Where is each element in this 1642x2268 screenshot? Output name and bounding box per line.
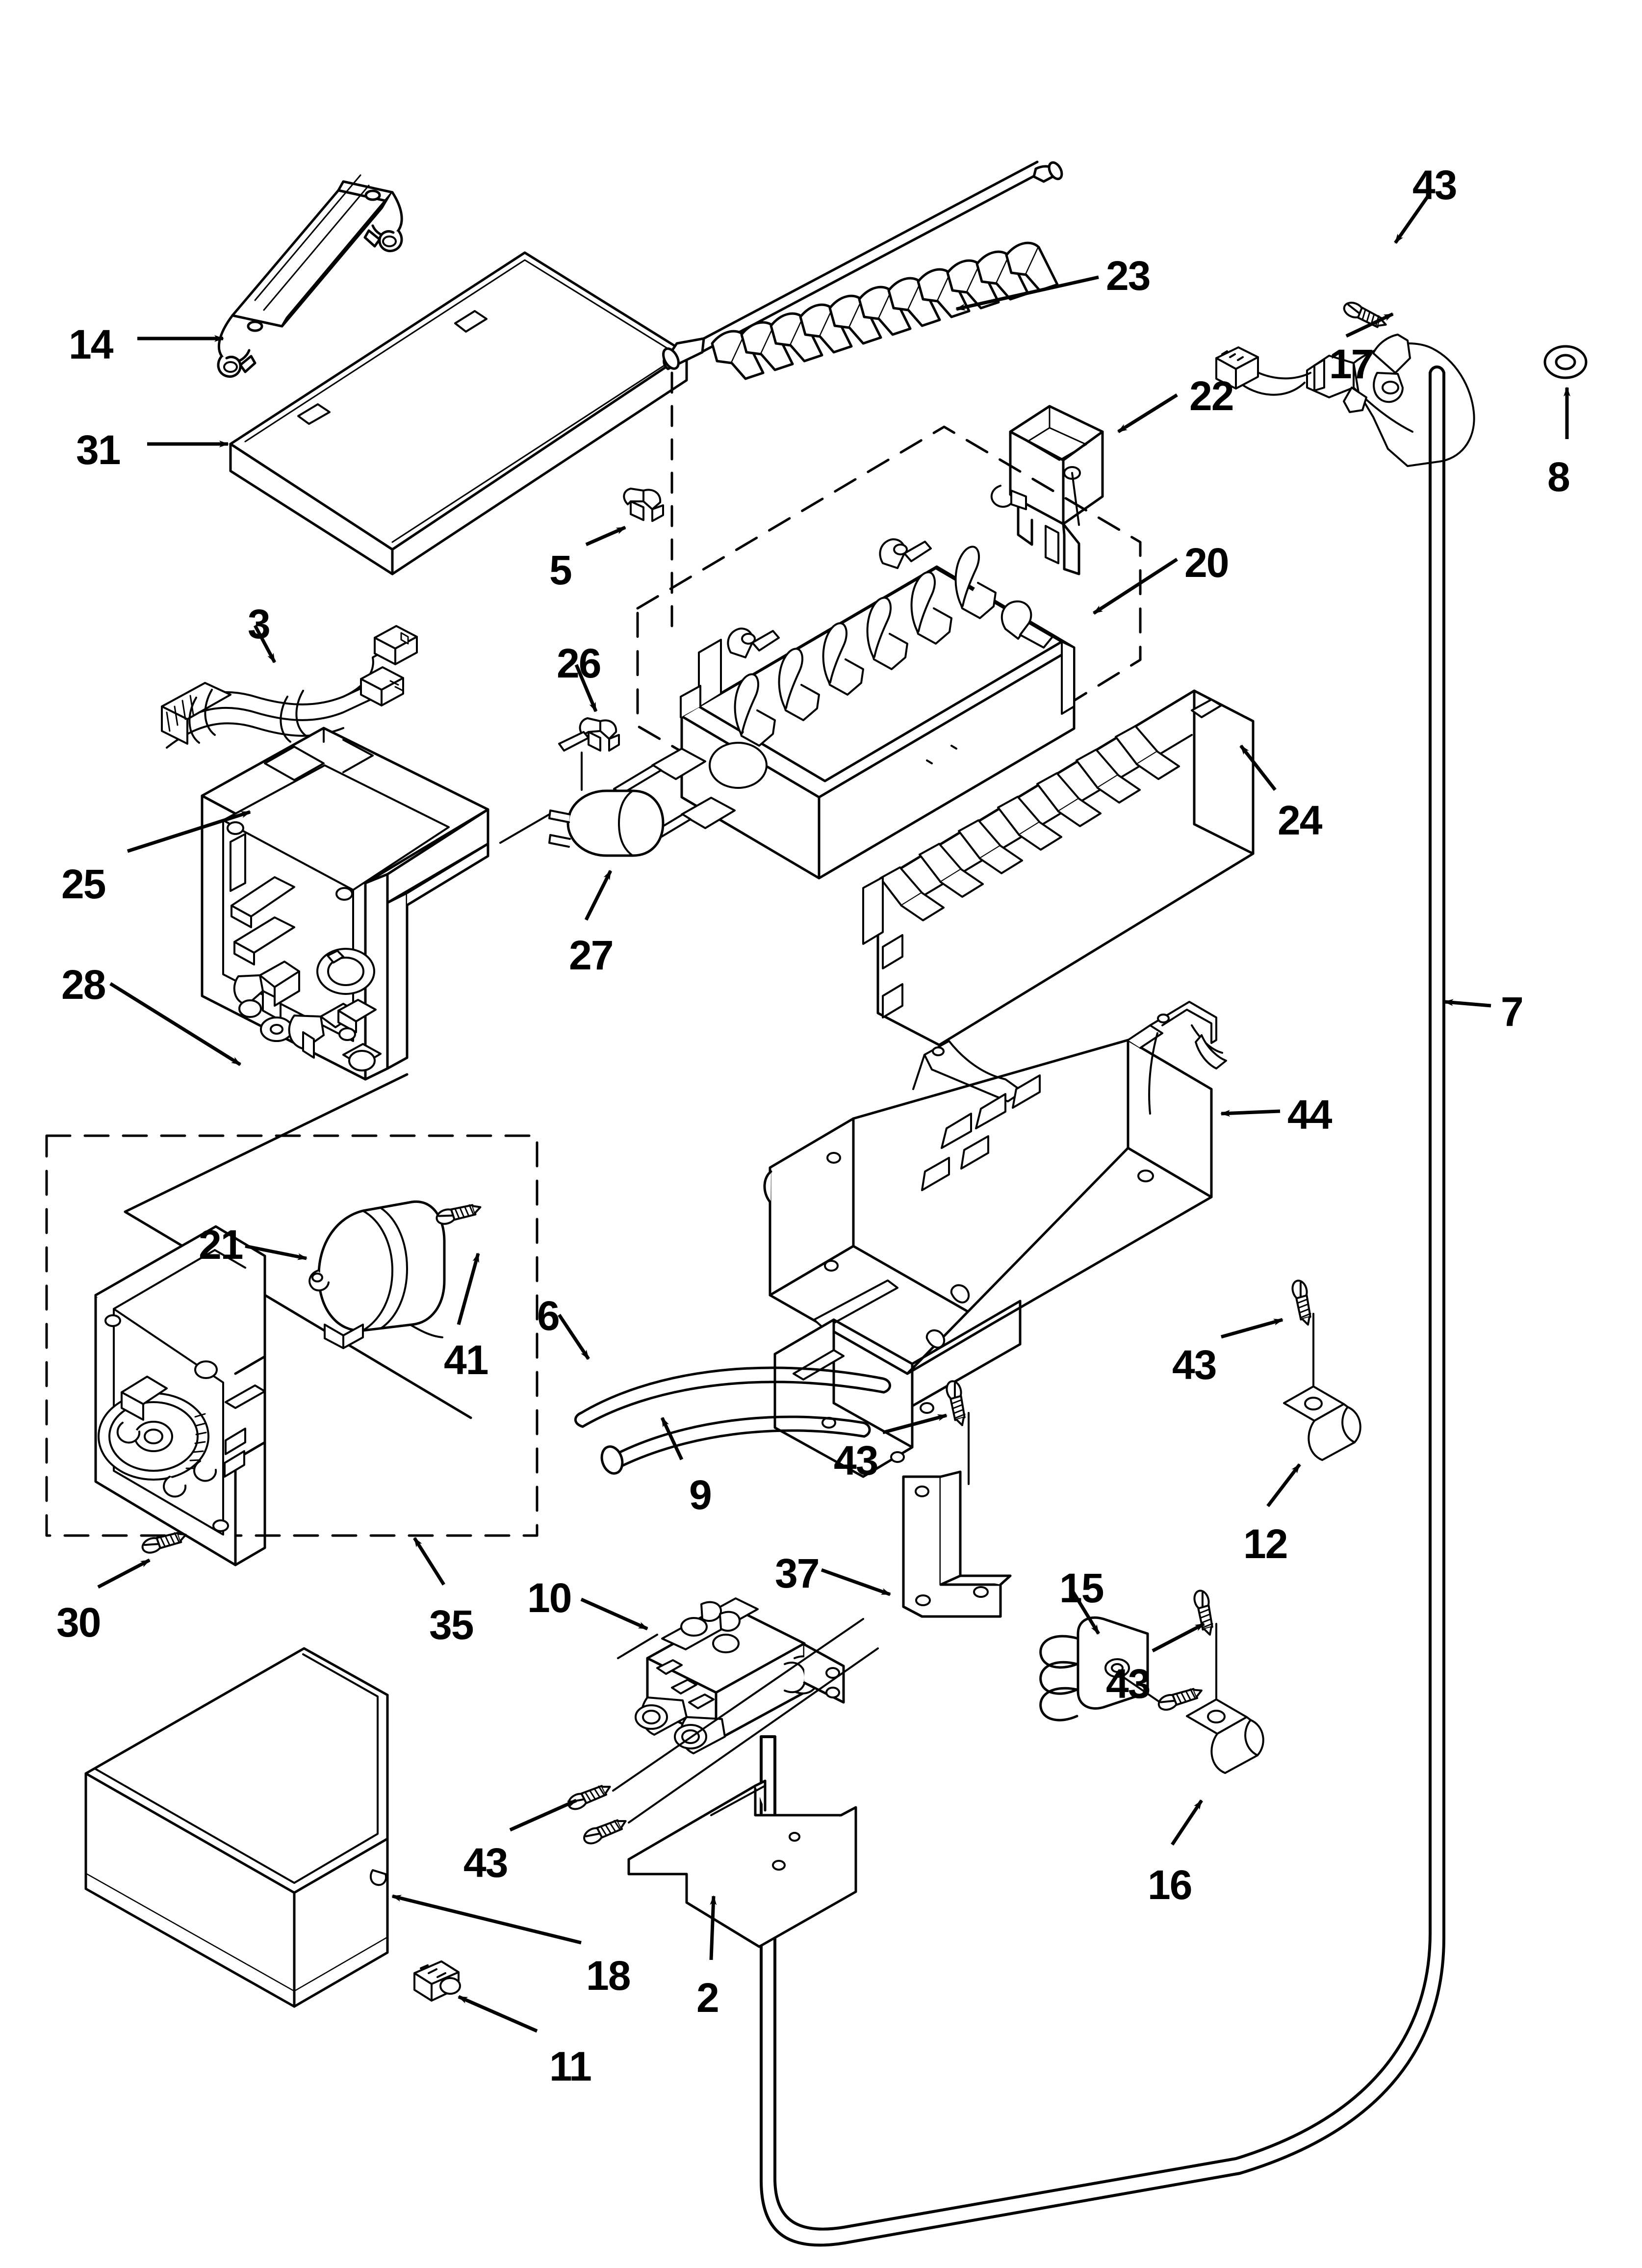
part-10-inlet-valve xyxy=(617,1597,845,1754)
callout-43-mounting-screw: 43 xyxy=(1172,1342,1217,1388)
part-25-control-module xyxy=(201,727,489,1081)
part-22-fill-cup xyxy=(990,405,1104,575)
callout-12-tube-retainer-clamp: 12 xyxy=(1243,1521,1288,1567)
part-11-push-pin xyxy=(413,1960,461,2002)
part-18-ice-container xyxy=(84,1647,389,2008)
part-41-screw xyxy=(435,1199,482,1226)
callout-7-water-supply-tube: 7 xyxy=(1501,989,1524,1035)
callout-9-water-fill-tube-lower: 9 xyxy=(689,1472,712,1518)
part-26-coupler xyxy=(558,717,620,791)
part-27-motor xyxy=(499,789,665,857)
part-2-valve-shield xyxy=(627,1779,857,1948)
group-box-35 xyxy=(45,1134,539,1537)
callout-5-wire-retainer-clip: 5 xyxy=(549,547,572,593)
part-20-ice-mold xyxy=(613,538,1076,880)
part-31-lid xyxy=(229,251,688,575)
callout-43-mounting-screw: 43 xyxy=(834,1437,878,1484)
part-21-drive-motor xyxy=(308,1200,446,1349)
callout-43-mounting-screw: 43 xyxy=(1106,1661,1151,1707)
callout-43-mounting-screw: 43 xyxy=(1412,162,1457,208)
part-15-ground-strap xyxy=(1039,1616,1168,1721)
callout-37-valve-mounting-bracket: 37 xyxy=(775,1550,820,1596)
part-37-bracket xyxy=(902,1470,1012,1618)
part-7-water-supply-tube xyxy=(760,365,1445,2247)
callout-8-grommet-washer: 8 xyxy=(1547,454,1570,500)
part-14-handle-rail xyxy=(217,174,403,378)
part-16-clamp xyxy=(1186,1698,1264,1774)
callout-22-ice-mold-fill-cup: 22 xyxy=(1189,373,1234,419)
part-35-gear-plate xyxy=(94,1225,266,1566)
callout-18-ice-storage-container: 18 xyxy=(586,1953,631,1999)
callout-2-valve-shield: 2 xyxy=(696,1975,719,2021)
part-44-support-bracket xyxy=(763,1001,1227,1478)
part-43-screw-valve-b xyxy=(582,1814,628,1847)
callout-21-drive-motor: 21 xyxy=(199,1222,243,1268)
callout-15-ground-wire-strap: 15 xyxy=(1059,1565,1104,1611)
part-43-screw-near-16 xyxy=(1192,1589,1218,1636)
part-43-screw-valve-a xyxy=(566,1779,613,1812)
callout-27-icemaker-motor: 27 xyxy=(569,932,614,978)
group-box-20 xyxy=(636,425,1142,845)
part-3-wire-harness xyxy=(161,625,418,749)
callout-20-ice-mold-assembly: 20 xyxy=(1184,540,1229,586)
part-6-fill-tube xyxy=(574,1366,891,1428)
callout-26-motor-drive-coupler: 26 xyxy=(557,640,601,686)
callout-3-wire-harness: 3 xyxy=(248,601,271,647)
callout-24-ice-stripper: 24 xyxy=(1278,797,1322,843)
callout-11-push-pin-plug: 11 xyxy=(549,2043,592,2089)
callout-25-control-module-housing: 25 xyxy=(61,861,106,907)
callout-28-module-mounting-screw: 28 xyxy=(61,962,106,1008)
callout-10-water-inlet-valve: 10 xyxy=(527,1575,572,1621)
part-9-fill-tube xyxy=(600,1415,871,1475)
callout-35-motor-and-module-assembly: 35 xyxy=(429,1602,474,1648)
part-24-ice-stripper xyxy=(862,689,1255,1102)
part-43-screw-right-12 xyxy=(1290,1279,1316,1326)
callout-41-motor-mounting-screw: 41 xyxy=(444,1337,488,1383)
callout-16-tube-retainer-clamp: 16 xyxy=(1148,1862,1192,1908)
callout-43-mounting-screw: 43 xyxy=(463,1840,508,1886)
callout-23-ice-ejector-auger: 23 xyxy=(1106,253,1151,299)
part-43-screw-right-upper xyxy=(945,1380,970,1427)
part-17-heater-assembly xyxy=(1215,300,1588,467)
part-5-clip xyxy=(623,488,664,522)
callout-44-icemaker-support-bracket: 44 xyxy=(1287,1092,1332,1138)
part-12-clamp xyxy=(1283,1385,1361,1461)
callout-6-water-fill-tube-upper: 6 xyxy=(537,1293,560,1339)
callout-31-ice-container-lid: 31 xyxy=(76,427,121,473)
part-23-ejector-auger xyxy=(662,160,1063,380)
callout-30-module-screw: 30 xyxy=(56,1599,101,1645)
callout-17-fill-tube-heater-clip: 17 xyxy=(1329,341,1374,387)
callout-14-ice-container-handle-rail: 14 xyxy=(69,321,113,367)
part-43-screw-near-strap xyxy=(1156,1683,1204,1712)
